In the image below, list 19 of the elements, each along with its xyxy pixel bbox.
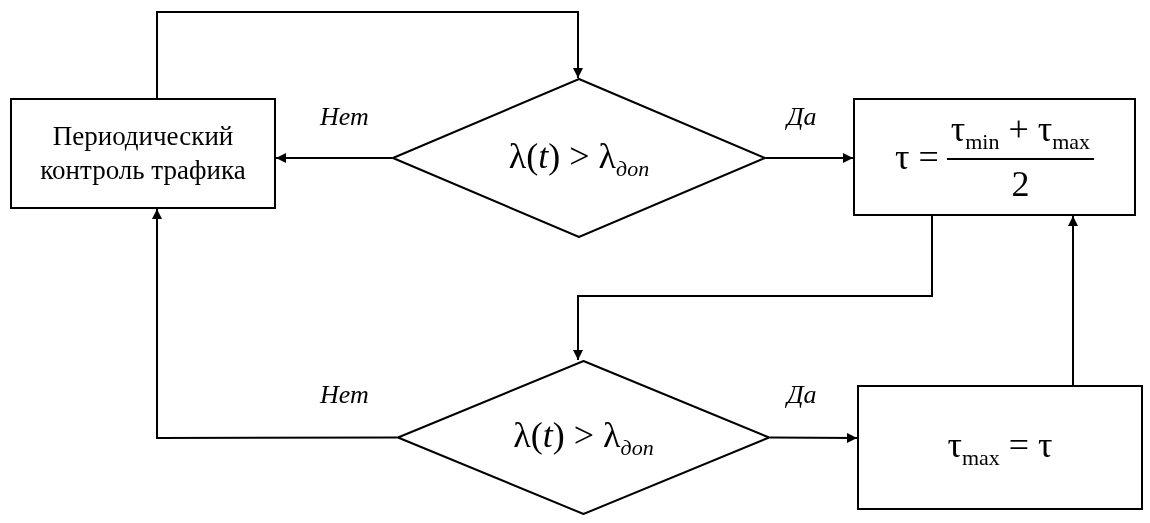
process-box (857, 385, 1143, 510)
process-box (853, 98, 1136, 216)
decision-diamond (392, 78, 766, 238)
arrow (769, 432, 858, 443)
process-box (10, 98, 276, 209)
arrow (275, 153, 393, 163)
fraction-denominator: 2 (1011, 162, 1030, 206)
arrow (152, 208, 398, 439)
formula-text: τ = (894, 136, 939, 177)
arrow (156, 11, 583, 99)
arrow (573, 215, 933, 361)
formula-text: τ$_{max}$ = τ (947, 424, 1053, 472)
fraction-numerator: τ$_{min}$ + τ$_{max}$ (946, 107, 1095, 160)
formula-text: λ(t) > λ$_{доп}$ (508, 134, 650, 183)
arrow (765, 153, 854, 163)
arrow (1068, 215, 1078, 386)
formula-text: λ(t) > λ$_{доп}$ (513, 414, 654, 462)
decision-diamond (397, 360, 770, 515)
box-label: Периодический контроль трафика (39, 119, 247, 187)
